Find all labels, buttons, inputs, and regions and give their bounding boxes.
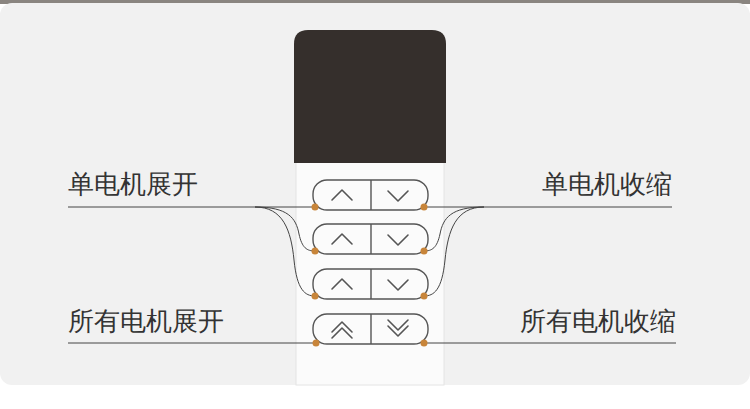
- button-label: 单电机展开: [68, 171, 198, 197]
- button-label: 所有电机收缩: [520, 308, 676, 334]
- leader-lines: [68, 207, 676, 343]
- buttons: [313, 180, 428, 344]
- marker-dots: [312, 204, 428, 347]
- button-label: 所有电机展开: [68, 308, 224, 334]
- remote-screen: [294, 30, 446, 163]
- chevrons: [332, 190, 408, 338]
- background-panel: [0, 3, 750, 385]
- button-label: 单电机收缩: [542, 171, 672, 197]
